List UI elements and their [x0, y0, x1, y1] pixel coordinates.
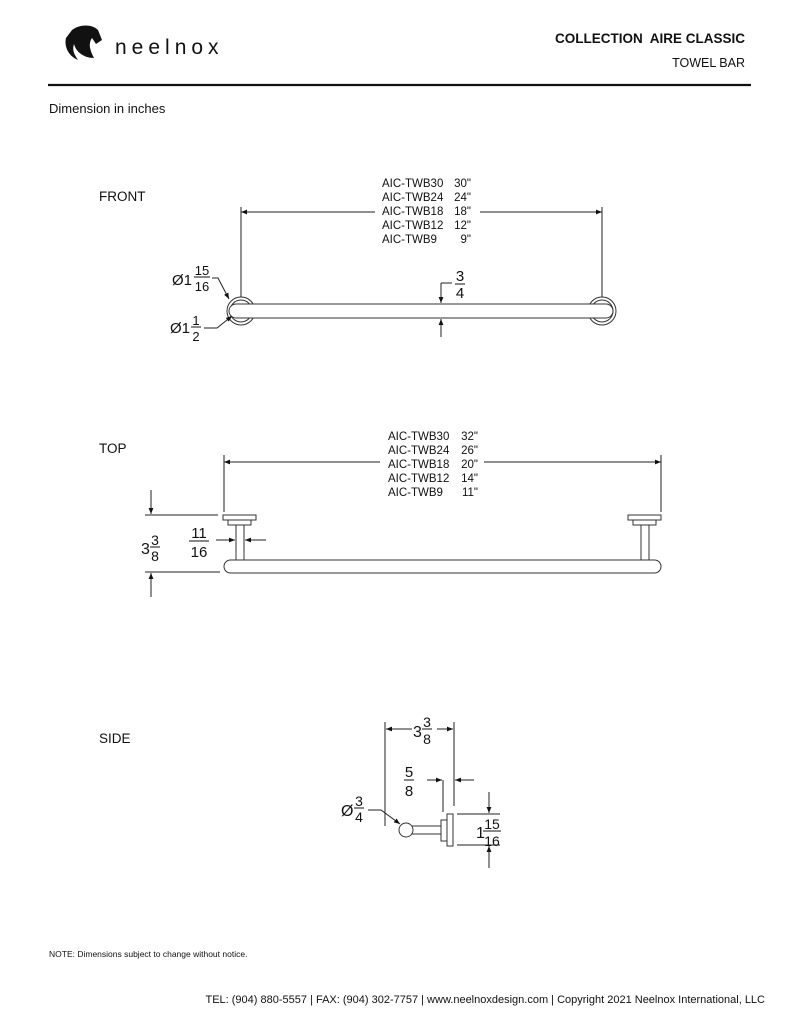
dim-prefix: Ø1: [172, 272, 192, 289]
side-label: SIDE: [99, 731, 131, 746]
dim-den: 8: [423, 731, 431, 747]
dim-den: 8: [405, 783, 413, 800]
dim-prefix: Ø1: [170, 320, 190, 337]
dim-num: 1: [192, 313, 199, 328]
model-length: 9": [461, 234, 471, 246]
dim-den: 4: [456, 285, 464, 302]
dim-den: 4: [355, 809, 363, 825]
dim-num: 3: [456, 268, 464, 285]
top-length-table: AIC-TWB30 32" AIC-TWB24 26" AIC-TWB18 20…: [388, 431, 478, 499]
model-code: AIC-TWB12: [388, 473, 449, 485]
model-length: 30": [454, 178, 471, 190]
model-length: 20": [461, 459, 478, 471]
bar-section: [398, 822, 414, 838]
top-label: TOP: [99, 441, 127, 456]
dim-den: 2: [192, 329, 199, 344]
dim-prefix: 3: [141, 541, 150, 558]
front-length-table: AIC-TWB30 30" AIC-TWB24 24" AIC-TWB18 18…: [382, 178, 471, 246]
dim-num: 11: [191, 525, 207, 542]
model-length: 18": [454, 206, 471, 218]
model-code: AIC-TWB24: [382, 192, 444, 204]
model-code: AIC-TWB30: [382, 178, 443, 190]
top-view: TOP AIC-TWB30 32" AIC-TWB24 26" AIC-TWB1…: [99, 431, 662, 597]
dim-num: 15: [195, 263, 209, 278]
dim-prefix: Ø: [341, 803, 353, 820]
dim-prefix: 1: [476, 825, 485, 842]
model-code: AIC-TWB9: [382, 234, 437, 246]
dim-prefix: 3: [413, 724, 422, 741]
model-length: 14": [461, 473, 478, 485]
product-title: TOWEL BAR: [672, 56, 745, 70]
model-code: AIC-TWB30: [388, 431, 449, 443]
dim-den: 16: [484, 833, 500, 849]
model-code: AIC-TWB18: [382, 206, 443, 218]
towel-bar-front: [228, 303, 614, 319]
dim-den: 8: [151, 548, 159, 564]
model-code: AIC-TWB24: [388, 445, 450, 457]
brand-name: neelnox: [115, 36, 224, 59]
towel-bar-top: [223, 559, 662, 574]
brand-logo: neelnox: [65, 25, 224, 60]
model-length: 32": [461, 431, 478, 443]
model-length: 11": [462, 487, 478, 499]
dim-num: 15: [484, 816, 500, 832]
disclaimer-note: NOTE: Dimensions subject to change witho…: [49, 949, 247, 959]
dim-num: 3: [355, 793, 363, 809]
model-length: 12": [454, 220, 471, 232]
model-code: AIC-TWB18: [388, 459, 449, 471]
dim-den: 16: [195, 279, 209, 294]
front-view: FRONT AIC-TWB30 30" AIC-TWB24 24" AIC-TW…: [99, 178, 617, 344]
model-code: AIC-TWB9: [388, 487, 443, 499]
dim-den: 16: [191, 544, 208, 561]
dim-num: 3: [423, 714, 431, 730]
model-length: 24": [454, 192, 471, 204]
collection-title: COLLECTION AIRE CLASSIC: [555, 31, 745, 46]
dim-num: 5: [405, 764, 413, 781]
model-length: 26": [461, 445, 478, 457]
dim-num: 3: [151, 532, 159, 548]
front-label: FRONT: [99, 189, 146, 204]
footer-contact: TEL: (904) 880-5557 | FAX: (904) 302-775…: [205, 994, 765, 1006]
horse-head-icon: [65, 25, 102, 60]
side-view: SIDE 3 3 8 5 8 Ø 3 4 1 15 16: [99, 714, 501, 868]
model-code: AIC-TWB12: [382, 220, 443, 232]
units-note: Dimension in inches: [49, 101, 166, 116]
